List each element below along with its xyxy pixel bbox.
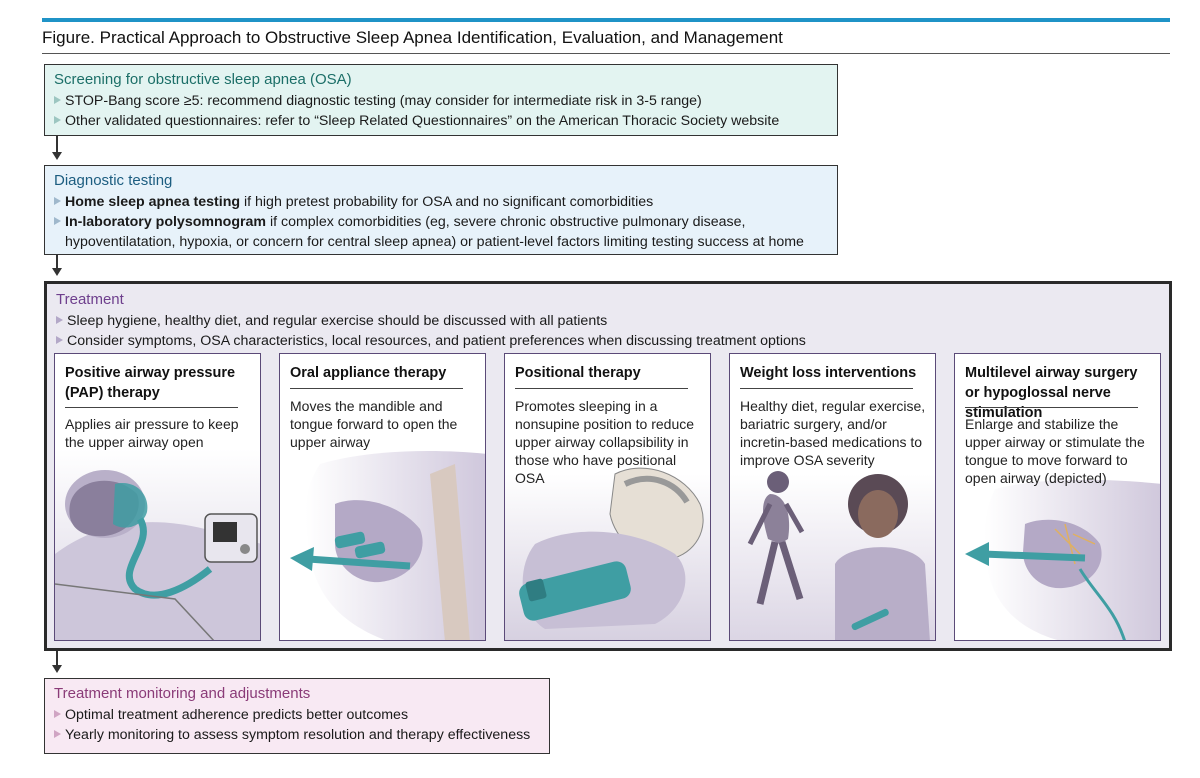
treatment-card-surgery-nerve-stimulation: Multilevel airway surgery or hypoglossal… bbox=[954, 353, 1161, 641]
diagnostic-testing-box: Diagnostic testing Home sleep apnea test… bbox=[44, 165, 838, 255]
screening-box: Screening for obstructive sleep apnea (O… bbox=[44, 64, 838, 136]
cpap-mask-illustration-icon bbox=[55, 449, 260, 640]
top-accent-bar bbox=[42, 18, 1170, 22]
diagnostic-heading: Diagnostic testing bbox=[54, 172, 173, 189]
figure-title: Figure. Practical Approach to Obstructiv… bbox=[42, 28, 783, 47]
card-title: Multilevel airway surgery or hypoglossal… bbox=[965, 365, 1138, 421]
treatment-heading: Treatment bbox=[56, 291, 124, 308]
nerve-stimulation-illustration-icon bbox=[965, 479, 1160, 640]
card-divider bbox=[65, 407, 238, 408]
treatment-bullet: Consider symptoms, OSA characteristics, … bbox=[56, 331, 1160, 351]
diagnostic-bullet: Home sleep apnea testing if high pretest… bbox=[54, 192, 828, 212]
screening-bullet: STOP-Bang score ≥5: recommend diagnostic… bbox=[54, 91, 828, 111]
card-description: Enlarge and stabilize the upper airway o… bbox=[965, 416, 1145, 486]
oral-appliance-illustration-icon bbox=[290, 451, 485, 640]
card-title: Positional therapy bbox=[515, 365, 641, 381]
card-divider bbox=[515, 388, 688, 389]
flow-arrow-head bbox=[52, 152, 62, 160]
flow-arrow-head bbox=[52, 665, 62, 673]
flow-arrow-line bbox=[56, 651, 58, 666]
treatment-bullet: Sleep hygiene, healthy diet, and regular… bbox=[56, 311, 1160, 331]
treatment-card-weight-loss: Weight loss interventions Healthy diet, … bbox=[729, 353, 936, 641]
monitoring-bullet: Yearly monitoring to assess symptom reso… bbox=[54, 725, 540, 745]
treatment-card-pap: Positive airway pressure (PAP) therapy A… bbox=[54, 353, 261, 641]
weight-loss-illustration-icon bbox=[730, 471, 935, 640]
diagnostic-bullet-bold: Home sleep apnea testing bbox=[65, 194, 241, 210]
flow-arrow-line bbox=[56, 136, 58, 153]
card-description: Healthy diet, regular exercise, bariatri… bbox=[740, 398, 926, 468]
title-divider bbox=[42, 53, 1170, 54]
monitoring-heading: Treatment monitoring and adjustments bbox=[54, 685, 311, 702]
flow-arrow-head bbox=[52, 268, 62, 276]
treatment-card-positional: Positional therapy Promotes sleeping in … bbox=[504, 353, 711, 641]
card-divider bbox=[965, 407, 1138, 408]
screening-heading: Screening for obstructive sleep apnea (O… bbox=[54, 71, 352, 88]
diagnostic-bullet: In-laboratory polysomnogram if complex c… bbox=[54, 212, 828, 252]
card-description: Promotes sleeping in a nonsupine positio… bbox=[515, 398, 695, 486]
screening-bullet: Other validated questionnaires: refer to… bbox=[54, 111, 828, 131]
monitoring-box: Treatment monitoring and adjustments Opt… bbox=[44, 678, 550, 754]
card-description: Applies air pressure to keep the upper a… bbox=[65, 416, 239, 450]
flow-arrow-line bbox=[56, 255, 58, 269]
diagnostic-bullet-bold: In-laboratory polysomnogram bbox=[65, 214, 267, 230]
monitoring-bullet: Optimal treatment adherence predicts bet… bbox=[54, 705, 540, 725]
card-divider bbox=[740, 388, 913, 389]
card-description: Moves the mandible and tongue forward to… bbox=[290, 398, 458, 450]
treatment-card-oral-appliance: Oral appliance therapy Moves the mandibl… bbox=[279, 353, 486, 641]
positional-belt-illustration-icon bbox=[505, 467, 710, 640]
card-title: Weight loss interventions bbox=[740, 365, 917, 381]
card-divider bbox=[290, 388, 463, 389]
diagnostic-bullet-text: if high pretest probability for OSA and … bbox=[240, 194, 654, 210]
diagnostic-bullet-text: if complex comorbidities (eg, severe chr… bbox=[65, 214, 804, 250]
card-title: Positive airway pressure (PAP) therapy bbox=[65, 365, 236, 401]
card-title: Oral appliance therapy bbox=[290, 365, 447, 381]
